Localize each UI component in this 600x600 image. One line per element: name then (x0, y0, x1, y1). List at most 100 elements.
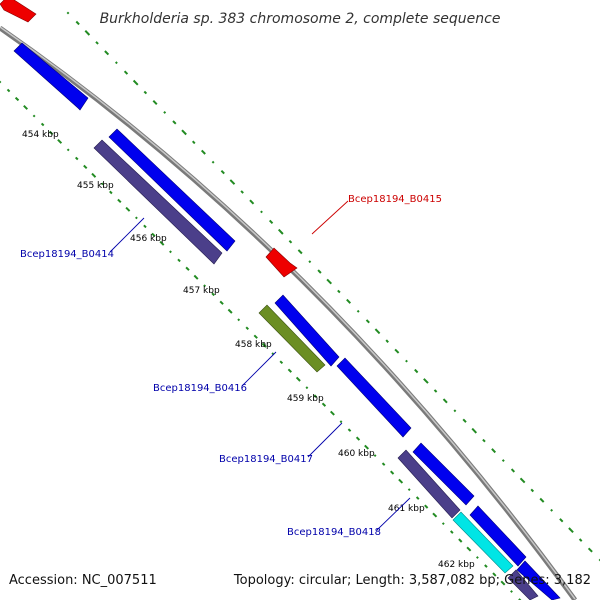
gc-skew-mark (245, 326, 250, 331)
gc-skew-mark (441, 522, 445, 526)
gc-skew-mark (211, 160, 215, 164)
gene-bcep18194-b0414[interactable] (93, 139, 223, 265)
gc-skew-mark (240, 190, 244, 194)
gc-skew-mark (66, 148, 70, 152)
gc-skew-mark (100, 182, 104, 186)
gene-label-b0415[interactable]: Bcep18194_B0415 (348, 194, 442, 205)
gc-skew-mark (484, 564, 488, 568)
gc-skew-mark (405, 359, 408, 363)
forward-strand-genes (0, 0, 561, 600)
gc-skew-mark (482, 438, 486, 443)
gc-skew-mark (539, 497, 545, 503)
gc-skew-mark (578, 538, 583, 542)
gene-bcep18194-b0414-forward[interactable] (108, 128, 236, 252)
gc-skew-mark (407, 488, 411, 492)
tick-label: 454 kbp (22, 130, 59, 140)
leader-b0415 (311, 200, 349, 235)
gc-skew-mark (317, 269, 322, 274)
gc-skew-mark (433, 389, 438, 393)
label-leaders (109, 200, 411, 531)
gc-skew-mark (125, 206, 131, 212)
gene-forward-462[interactable] (469, 505, 527, 567)
leader-b0414 (109, 217, 145, 253)
gc-skew-mark (109, 190, 113, 195)
topology-text: Topology: circular; Length: 3,587,082 bp… (233, 573, 591, 588)
gc-skew-mark (287, 368, 292, 373)
gc-skew-mark (143, 90, 148, 95)
accession-text: Accession: NC_007511 (9, 573, 157, 588)
gc-skew-mark (227, 308, 233, 314)
gc-skew-mark (414, 368, 419, 374)
gc-skew-mark (177, 258, 181, 263)
gene-bcep18194-b0417[interactable] (397, 449, 461, 519)
gc-skew-mark (321, 402, 327, 407)
gene-forward-463[interactable] (516, 560, 561, 600)
gc-skew-mark (510, 468, 516, 473)
gc-skew-mark (152, 100, 158, 105)
gene-bcep18194-b0415[interactable] (265, 247, 298, 278)
gc-skew-mark (219, 300, 224, 305)
gc-skew-mark (492, 572, 497, 577)
gc-skew-mark (249, 199, 255, 205)
gene-label-b0414[interactable]: Bcep18194_B0414 (20, 249, 114, 260)
gc-skew-mark (117, 198, 122, 204)
gene-forward-461[interactable] (412, 442, 475, 506)
gc-skew-mark (66, 11, 70, 15)
gc-skew-mark (185, 266, 190, 271)
gc-skew-mark (123, 70, 129, 75)
gc-skew-mark (471, 427, 478, 434)
leader-b0418 (376, 497, 411, 531)
gene-label-b0416[interactable]: Bcep18194_B0416 (153, 383, 247, 394)
gene-bcep18194-b0416[interactable] (258, 304, 326, 373)
gc-skew-mark (132, 79, 139, 86)
gc-skew-mark (32, 114, 36, 118)
gc-skew-mark (288, 239, 293, 244)
gc-skew-outer-track (66, 11, 600, 562)
gc-skew-mark (0, 80, 2, 84)
gc-skew-mark (308, 260, 312, 264)
gene-bcep18194-b0413[interactable] (13, 42, 89, 111)
tick-label: 459 kbp (287, 394, 324, 404)
gc-skew-mark (57, 138, 63, 144)
gene-bcep18194-b0418[interactable] (452, 511, 514, 574)
gc-skew-mark (40, 122, 45, 127)
tick-label: 462 kbp (438, 560, 475, 570)
gc-skew-mark (458, 538, 463, 543)
gc-skew-mark (277, 228, 284, 235)
gc-skew-mark (181, 129, 187, 136)
gene-reverse-463[interactable] (507, 569, 539, 600)
tick-label: 457 kbp (183, 286, 220, 296)
gene-label-b0417[interactable]: Bcep18194_B0417 (219, 454, 313, 465)
gc-skew-mark (442, 398, 448, 404)
gc-skew-mark (220, 170, 225, 175)
gene-forward-460[interactable] (336, 357, 412, 438)
gc-skew-mark (172, 120, 177, 125)
gc-skew-mark (84, 30, 91, 36)
tick-label: 460 kbp (338, 449, 375, 459)
gc-skew-mark (268, 219, 274, 224)
gc-skew-mark (530, 488, 535, 493)
gc-skew-mark (75, 20, 80, 26)
gene-label-b0418[interactable]: Bcep18194_B0418 (287, 527, 381, 538)
gc-skew-mark (200, 149, 206, 155)
gc-skew-mark (550, 508, 554, 512)
gc-skew-mark (462, 418, 467, 423)
gc-skew-mark (365, 319, 370, 324)
gc-skew-mark (519, 477, 526, 484)
gc-skew-mark (373, 454, 377, 458)
gc-skew-mark (23, 104, 29, 110)
gc-skew-mark (313, 394, 318, 399)
gc-skew-mark (253, 334, 258, 339)
gene-forward-458[interactable] (274, 294, 340, 367)
gc-skew-mark (151, 232, 156, 238)
gc-skew-mark (510, 590, 513, 593)
gc-skew-mark (423, 378, 429, 384)
gc-skew-mark (491, 448, 497, 454)
gc-skew-mark (74, 156, 79, 161)
gc-skew-mark (297, 249, 303, 255)
gc-skew-mark (191, 140, 196, 145)
gc-skew-mark (95, 41, 99, 45)
gene-red-top[interactable] (0, 0, 37, 23)
gc-skew-mark (260, 210, 263, 214)
map-title: Burkholderia sp. 383 chromosome 2, compl… (100, 11, 501, 27)
